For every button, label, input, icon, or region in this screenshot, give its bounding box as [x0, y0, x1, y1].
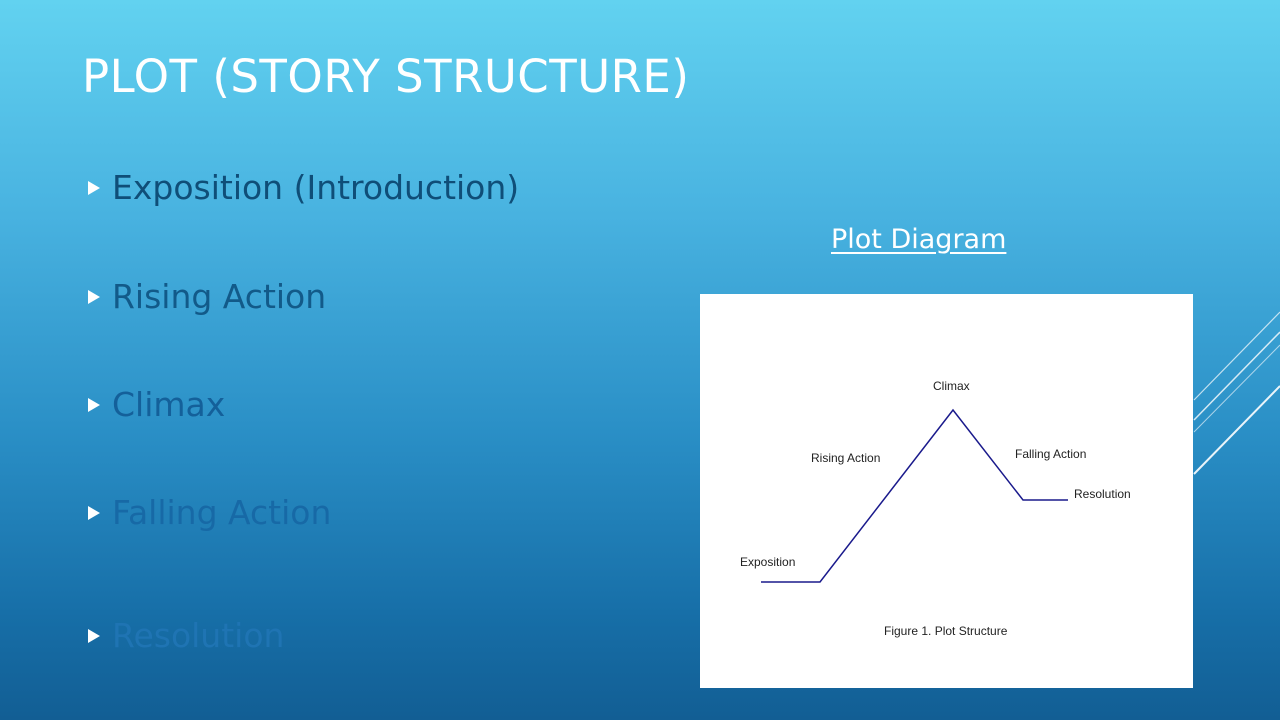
label-exposition: Exposition — [740, 555, 795, 569]
bullet-exposition: Exposition (Introduction) — [88, 168, 519, 207]
slide-title: PLOT (STORY STRUCTURE) — [82, 50, 690, 103]
triangle-bullet-icon — [88, 289, 100, 304]
triangle-bullet-icon — [88, 505, 100, 520]
triangle-bullet-icon — [88, 180, 100, 195]
figure-caption: Figure 1. Plot Structure — [884, 624, 1008, 638]
bullet-falling-action: Falling Action — [88, 493, 331, 532]
label-rising-action: Rising Action — [811, 451, 880, 465]
bullet-text: Rising Action — [112, 277, 327, 316]
bullet-text: Exposition (Introduction) — [112, 168, 520, 207]
plot-diagram-figure: Exposition Rising Action Climax Falling … — [700, 294, 1193, 688]
bullet-resolution: Resolution — [88, 616, 284, 655]
bullet-climax: Climax — [88, 385, 225, 424]
triangle-bullet-icon — [88, 628, 100, 643]
bullet-text: Falling Action — [112, 493, 332, 532]
bullet-text: Climax — [112, 385, 226, 424]
label-resolution: Resolution — [1074, 487, 1131, 501]
triangle-bullet-icon — [88, 397, 100, 412]
bullet-text: Resolution — [112, 616, 285, 655]
plot-diagram-link[interactable]: Plot Diagram — [831, 224, 1007, 255]
bullet-rising-action: Rising Action — [88, 277, 326, 316]
plot-diagram-svg: Exposition Rising Action Climax Falling … — [740, 379, 1131, 638]
label-falling-action: Falling Action — [1015, 447, 1086, 461]
plot-structure-line — [761, 408, 1068, 583]
label-climax: Climax — [933, 379, 970, 393]
decorative-diagonal-lines — [1193, 311, 1280, 475]
